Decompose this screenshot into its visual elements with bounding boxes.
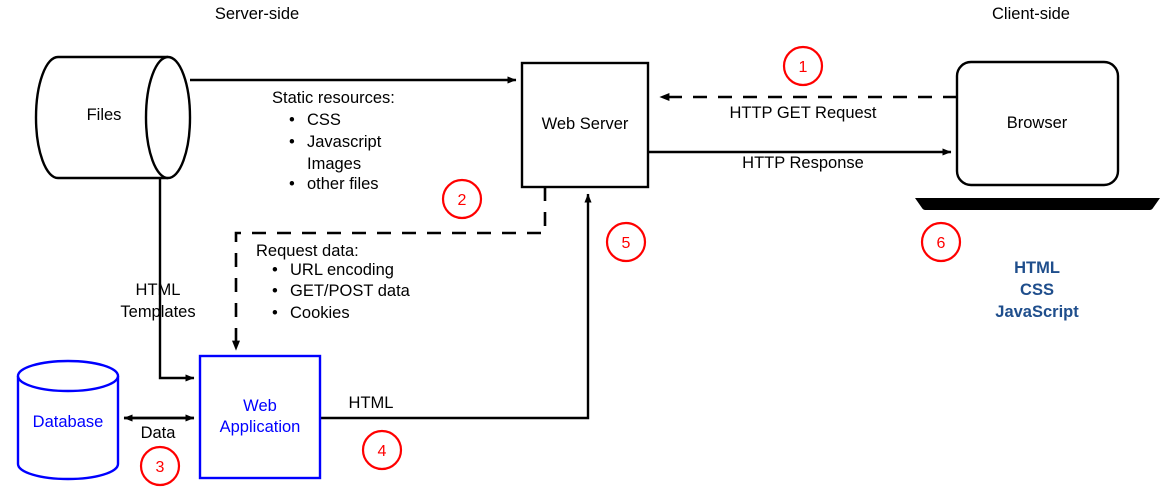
step-label-5: 5 bbox=[622, 235, 631, 252]
step-marker-3: 3 bbox=[139, 445, 181, 487]
request-data-heading: Request data: bbox=[256, 242, 359, 260]
step-label-2: 2 bbox=[458, 192, 467, 209]
files-label: Files bbox=[87, 106, 122, 124]
step-marker-6: 6 bbox=[920, 221, 962, 263]
static-resources-item-3: other files bbox=[307, 175, 379, 193]
step-marker-4: 4 bbox=[361, 429, 403, 471]
step-label-6: 6 bbox=[937, 235, 946, 252]
edge-files-to-webapplication bbox=[158, 178, 195, 382]
step-circle-6 bbox=[920, 221, 962, 263]
web-application-label-line1: Web bbox=[243, 397, 277, 415]
step-markers: 1 2 3 4 5 6 bbox=[139, 45, 962, 487]
http-response-label: HTTP Response bbox=[742, 154, 864, 172]
html-label: HTML bbox=[349, 394, 394, 412]
step-marker-5: 5 bbox=[605, 221, 647, 263]
bullet-icon: • bbox=[272, 304, 278, 322]
client-technologies-group: HTML CSS JavaScript bbox=[995, 259, 1079, 321]
bullet-icon: • bbox=[272, 261, 278, 279]
step-label-3: 3 bbox=[156, 459, 165, 476]
request-data-item-1: GET/POST data bbox=[290, 282, 411, 300]
files-cylinder-face bbox=[144, 55, 169, 180]
node-web-application: Web Application bbox=[198, 354, 322, 480]
node-browser: Browser bbox=[915, 60, 1160, 210]
node-web-server: Web Server bbox=[520, 61, 650, 189]
client-side-header: Client-side bbox=[992, 5, 1070, 23]
server-side-header: Server-side bbox=[215, 5, 299, 23]
laptop-base-bar bbox=[915, 198, 1160, 210]
static-resources-item-2: Images bbox=[307, 155, 361, 173]
step-circle-3 bbox=[139, 445, 181, 487]
html-templates-label-line2: Templates bbox=[120, 303, 195, 321]
database-label: Database bbox=[33, 413, 104, 431]
web-application-box bbox=[198, 354, 322, 480]
step-circle-1 bbox=[782, 45, 824, 87]
static-resources-label-group: Static resources: • CSS • Javascript Ima… bbox=[272, 89, 395, 193]
step-marker-2: 2 bbox=[441, 178, 483, 220]
static-resources-item-1: Javascript bbox=[307, 133, 382, 151]
request-data-item-2: Cookies bbox=[290, 304, 350, 322]
node-files: Files bbox=[34, 55, 192, 180]
bullet-icon: • bbox=[272, 282, 278, 300]
step-label-4: 4 bbox=[378, 443, 387, 460]
browser-label: Browser bbox=[1007, 114, 1068, 132]
node-database: Database bbox=[16, 359, 120, 481]
http-get-request-label: HTTP GET Request bbox=[729, 104, 876, 122]
static-resources-item-0: CSS bbox=[307, 111, 341, 129]
html-templates-label-line1: HTML bbox=[136, 281, 181, 299]
client-tech-html: HTML bbox=[1014, 259, 1060, 277]
bullet-icon: • bbox=[289, 133, 295, 151]
step-label-1: 1 bbox=[799, 59, 808, 76]
bullet-icon: • bbox=[289, 111, 295, 129]
request-data-item-0: URL encoding bbox=[290, 261, 394, 279]
step-marker-1: 1 bbox=[782, 45, 824, 87]
web-server-label: Web Server bbox=[542, 115, 629, 133]
web-server-box bbox=[520, 61, 650, 189]
client-tech-css: CSS bbox=[1020, 281, 1054, 299]
database-cylinder-body bbox=[16, 359, 120, 481]
step-circle-5 bbox=[605, 221, 647, 263]
database-cylinder-top bbox=[16, 375, 120, 393]
data-label: Data bbox=[141, 424, 177, 442]
step-circle-4 bbox=[361, 429, 403, 471]
browser-box bbox=[955, 60, 1120, 187]
bullet-icon: • bbox=[289, 175, 295, 193]
step-circle-2 bbox=[441, 178, 483, 220]
static-resources-heading: Static resources: bbox=[272, 89, 395, 107]
edge-webapplication-to-webserver-html bbox=[320, 193, 592, 420]
request-data-label-group: Request data: • URL encoding • GET/POST … bbox=[256, 242, 411, 322]
client-tech-javascript: JavaScript bbox=[995, 303, 1079, 321]
web-application-label-line2: Application bbox=[220, 418, 301, 436]
edge-webserver-to-webapplication-requestdata bbox=[232, 187, 547, 351]
